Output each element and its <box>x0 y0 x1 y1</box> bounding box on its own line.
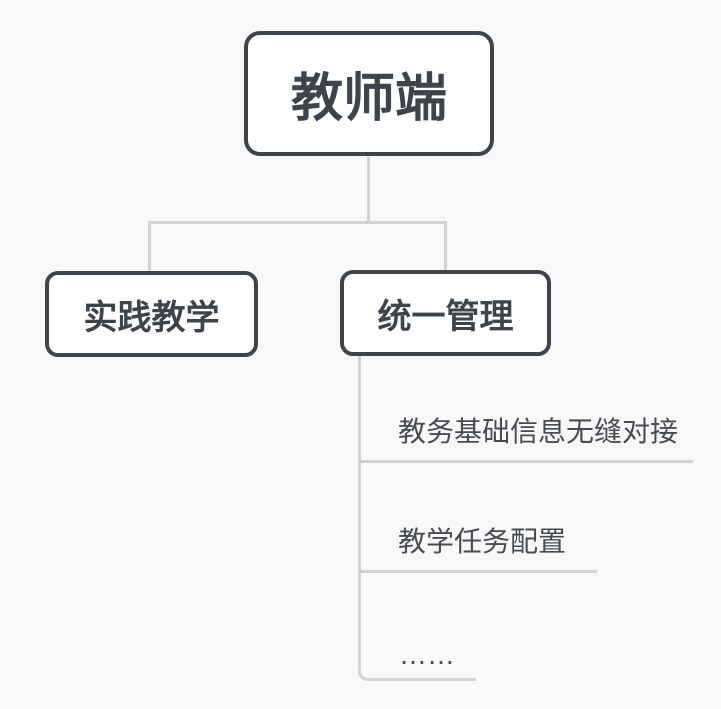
child-node-unified-management[interactable]: 统一管理 <box>340 270 551 356</box>
child-node-practical-teaching[interactable]: 实践教学 <box>45 271 258 357</box>
leaf-topic-task-config[interactable]: 教学任务配置 <box>398 525 566 559</box>
connector-left-child-vertical <box>148 221 151 271</box>
connector-branch-line <box>358 356 476 681</box>
child-node-label: 实践教学 <box>83 298 220 337</box>
leaf-topic-label: …… <box>399 639 455 670</box>
connector-root-vertical <box>367 157 370 221</box>
root-node-label: 教师端 <box>290 70 447 128</box>
leaf-topic-ellipsis[interactable]: …… <box>399 638 455 672</box>
leaf-topic-label: 教务基础信息无缝对接 <box>398 416 679 447</box>
connector-horizontal <box>148 221 447 224</box>
leaf-topic-basic-info[interactable]: 教务基础信息无缝对接 <box>398 415 678 449</box>
leaf-topic-label: 教学任务配置 <box>398 526 567 557</box>
leaf-underline <box>359 460 693 463</box>
root-node-teacher[interactable]: 教师端 <box>244 31 494 156</box>
leaf-underline <box>359 570 597 573</box>
child-node-label: 统一管理 <box>377 297 514 336</box>
connector-right-child-vertical <box>444 221 447 270</box>
